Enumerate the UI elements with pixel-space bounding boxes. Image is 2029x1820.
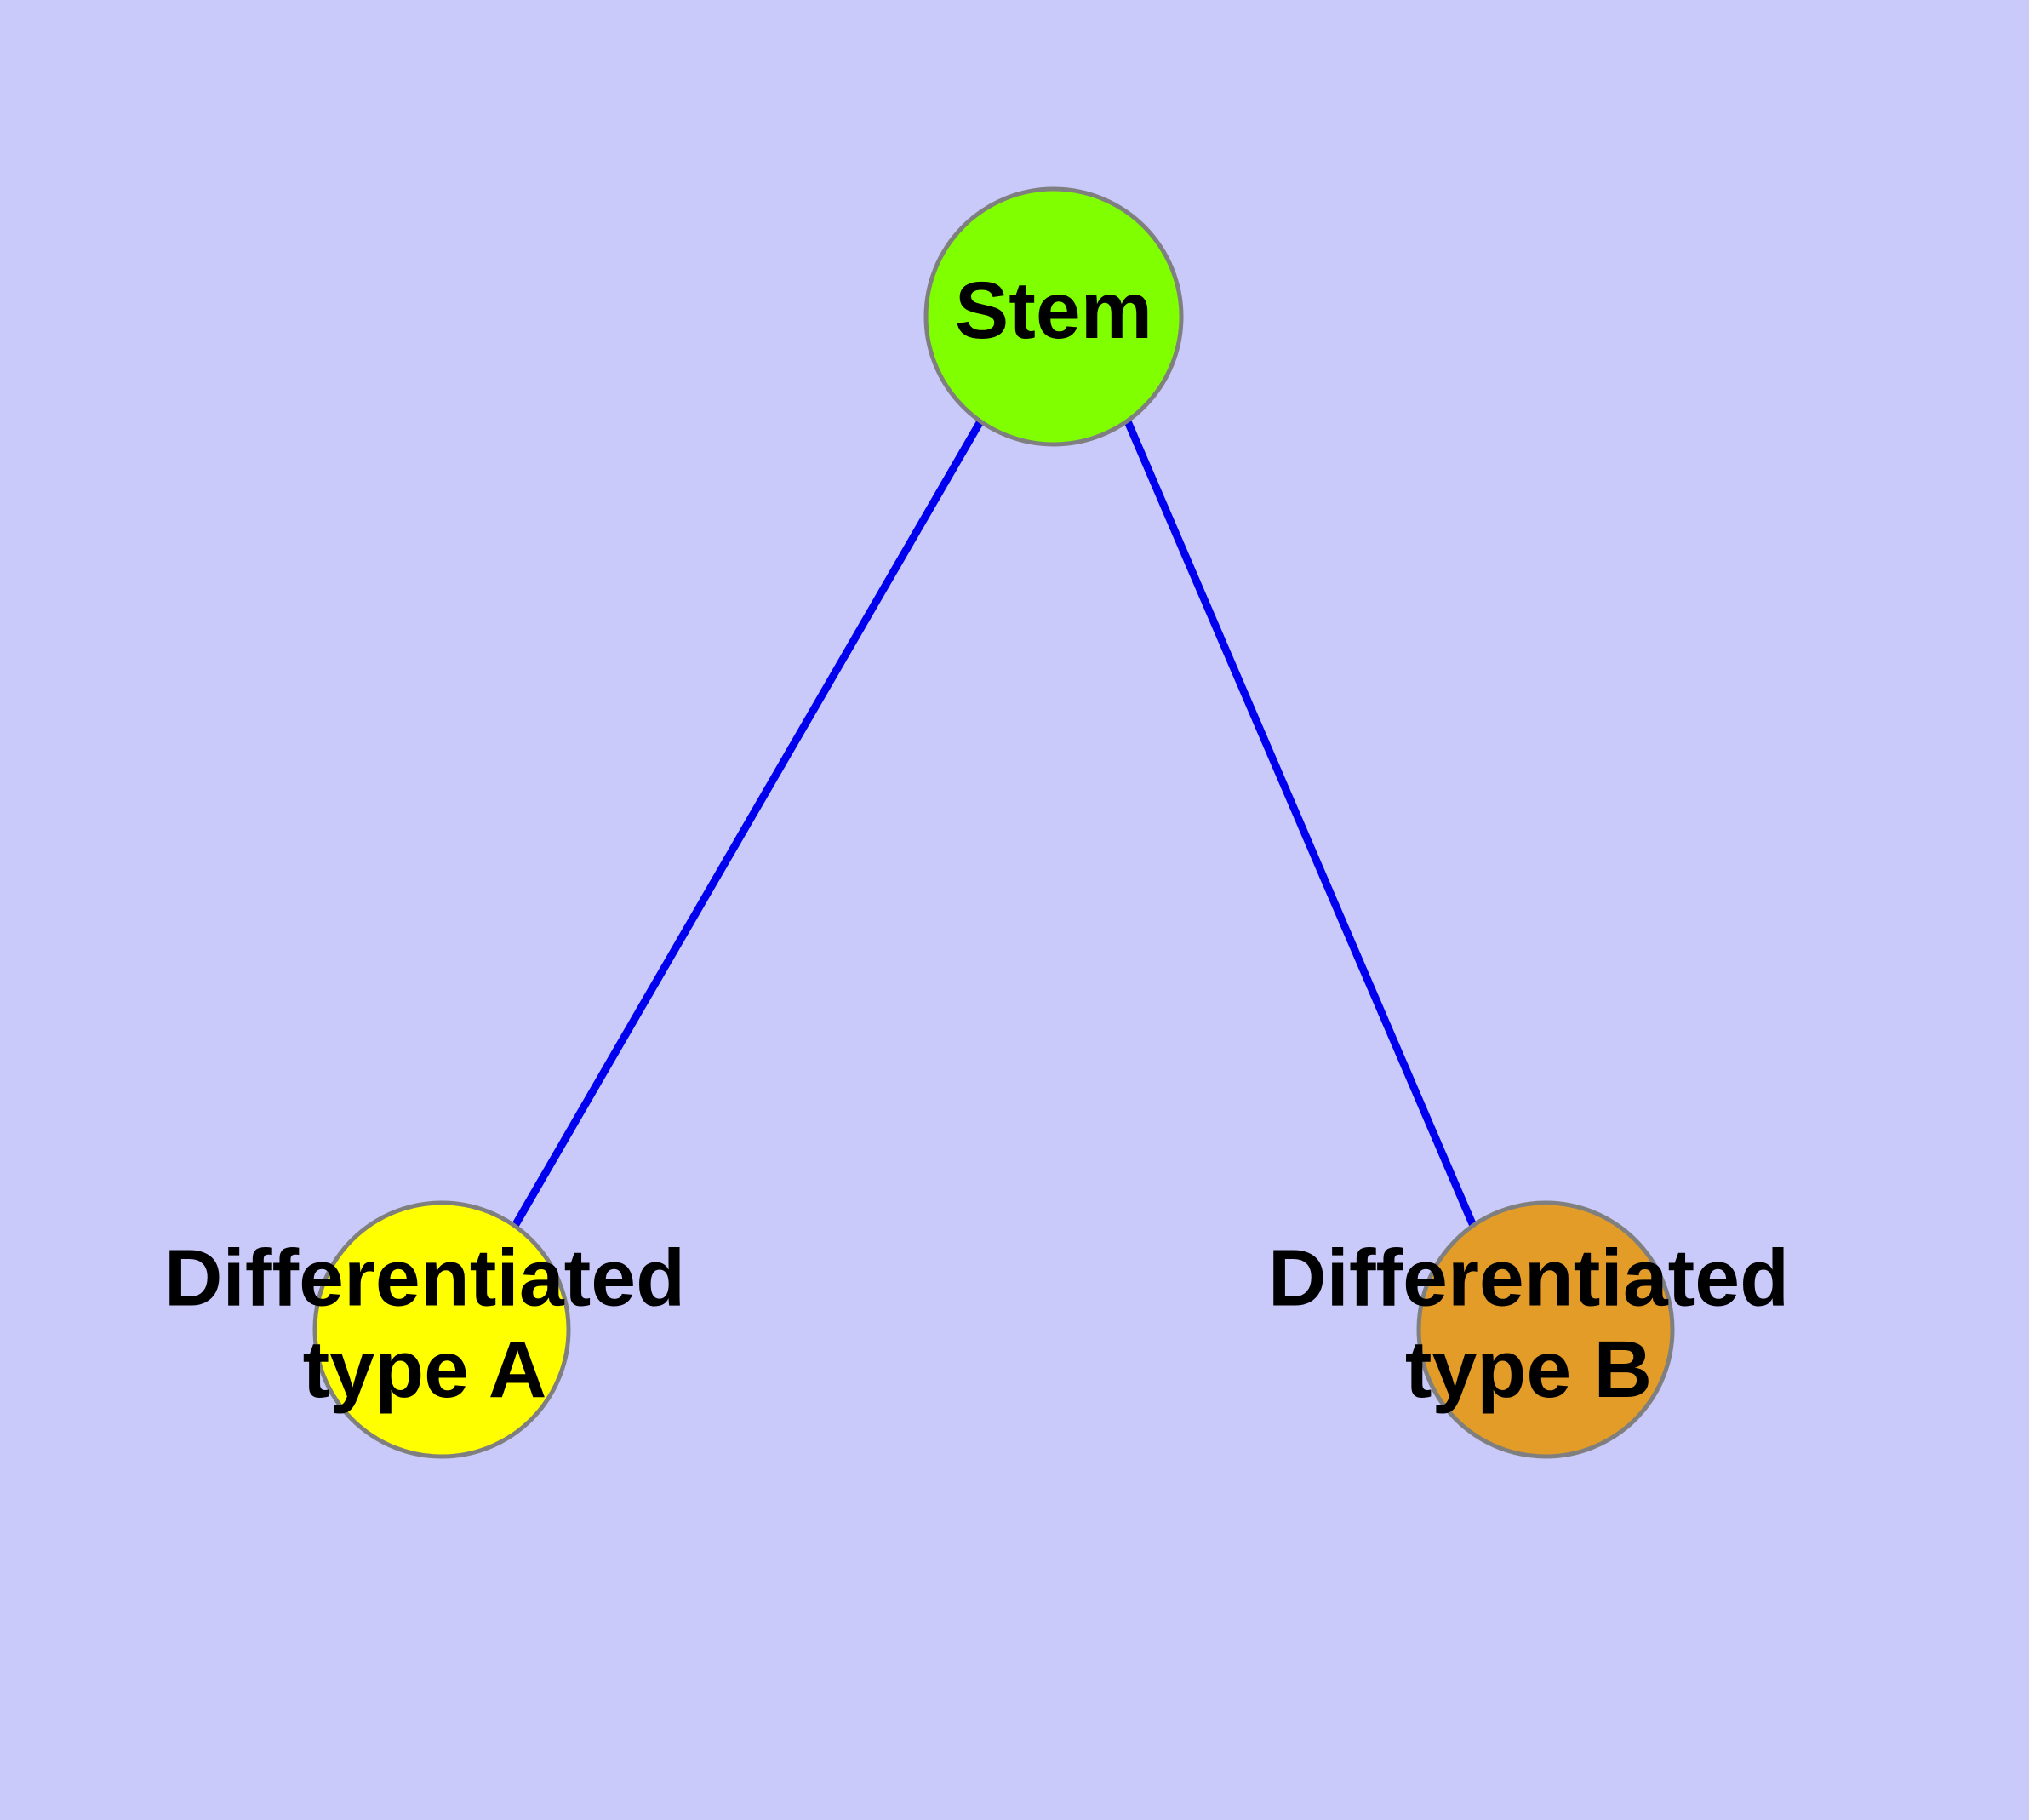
node-differentiated-type-a[interactable]: Differentiated type A bbox=[164, 1200, 685, 1459]
edges-group bbox=[512, 419, 1477, 1228]
edge-stem-to-differentiated-type-b[interactable] bbox=[1123, 420, 1477, 1228]
differentiated-type-a-node-circle[interactable] bbox=[312, 1200, 571, 1459]
edge-stem-to-differentiated-type-a[interactable] bbox=[512, 419, 984, 1228]
differentiated-type-b-node-circle[interactable] bbox=[1416, 1200, 1675, 1459]
stem-node-label-line1: Stem bbox=[955, 266, 1152, 356]
differentiated-type-b-label-line1: Differentiated bbox=[1268, 1233, 1789, 1323]
node-differentiated-type-b[interactable]: Differentiated type B bbox=[1268, 1200, 1789, 1459]
stem-node-circle[interactable] bbox=[923, 186, 1184, 447]
differentiated-type-b-label-line2: type B bbox=[1405, 1325, 1652, 1415]
differentiated-type-a-label-line1: Differentiated bbox=[164, 1233, 685, 1323]
node-stem[interactable]: Stem bbox=[923, 186, 1184, 447]
nodes-group: Stem Differentiated type A Differentiate… bbox=[164, 186, 1789, 1459]
differentiated-type-a-label-line2: type A bbox=[303, 1325, 547, 1415]
